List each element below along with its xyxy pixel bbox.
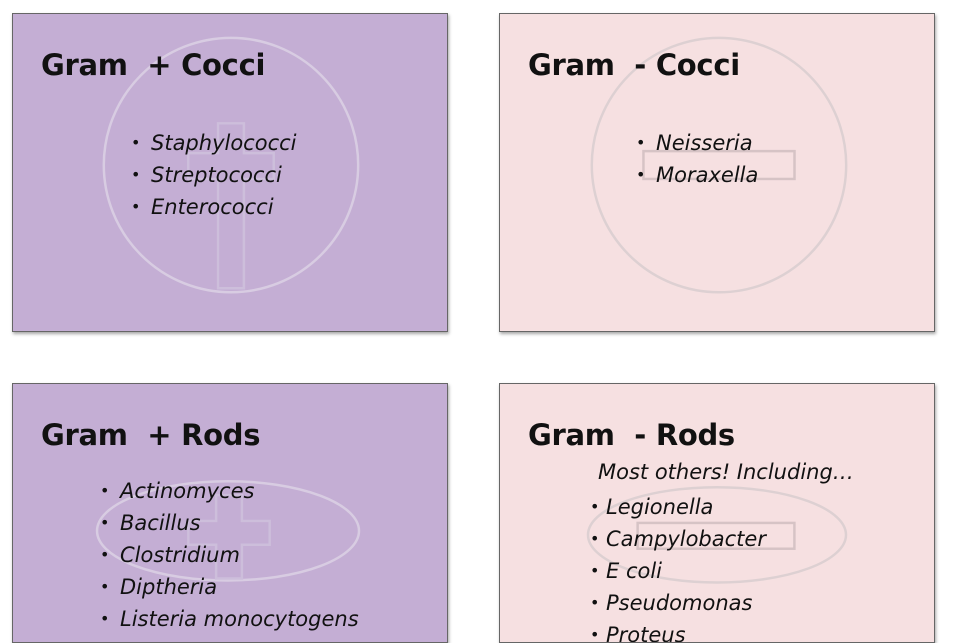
card-title: Gram + Cocci: [41, 48, 266, 82]
list-item: Proteus: [590, 619, 766, 642]
list-item: Enterococci: [131, 191, 297, 223]
card-title: Gram + Rods: [41, 418, 261, 452]
list-item: Diptheria: [100, 571, 359, 603]
list-item: Streptococci: [131, 159, 297, 191]
list-item: Clostridium: [100, 539, 359, 571]
list-item: Campylobacter: [590, 523, 766, 555]
list-item: E coli: [590, 555, 766, 587]
card-gram-negative-rods: Gram - Rods Most others! Including… Legi…: [499, 383, 935, 643]
list-item: Neisseria: [636, 127, 758, 159]
list-item: Pseudomonas: [590, 587, 766, 619]
organism-list: Actinomyces Bacillus Clostridium Dipther…: [100, 475, 359, 635]
card-gram-positive-cocci: Gram + Cocci Staphylococci Streptococci …: [12, 13, 448, 332]
organism-list: Staphylococci Streptococci Enterococci: [131, 127, 297, 223]
list-item: Bacillus: [100, 507, 359, 539]
list-item: Legionella: [590, 491, 766, 523]
intro-text: Most others! Including…: [598, 460, 854, 484]
card-title: Gram - Rods: [528, 418, 735, 452]
list-item: Moraxella: [636, 159, 758, 191]
card-gram-negative-cocci: Gram - Cocci Neisseria Moraxella: [499, 13, 935, 332]
list-item: Actinomyces: [100, 475, 359, 507]
list-item: Listeria monocytogens: [100, 603, 359, 635]
card-gram-positive-rods: Gram + Rods Actinomyces Bacillus Clostri…: [12, 383, 448, 643]
card-title: Gram - Cocci: [528, 48, 740, 82]
list-item: Staphylococci: [131, 127, 297, 159]
organism-list: Legionella Campylobacter E coli Pseudomo…: [590, 491, 766, 642]
organism-list: Neisseria Moraxella: [636, 127, 758, 191]
